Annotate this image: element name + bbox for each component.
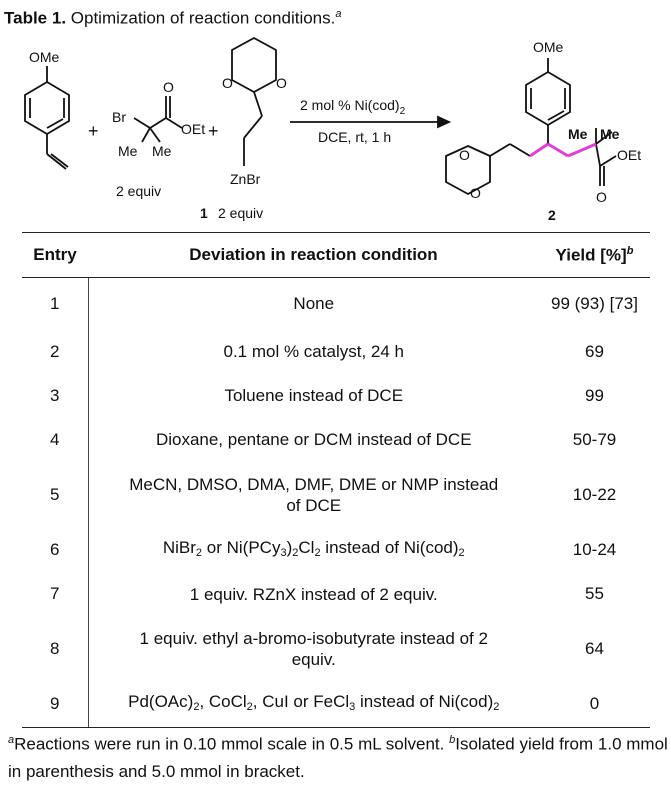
entry-cell: 9 [22,681,88,728]
optimization-table: Entry Deviation in reaction condition Yi… [22,232,650,728]
yield-cell: 0 [539,681,650,728]
me-right-2: Me [600,126,620,142]
yield-cell: 55 [585,584,604,603]
yield-cell: 10-24 [572,540,617,559]
condition-solvent: DCE, rt, 1 h [318,129,391,145]
oet-right-label: OEt [617,147,641,163]
plus-sign-2: + [208,121,219,141]
entry-cell: 2 [50,341,60,361]
plus-sign-1: + [88,121,99,141]
znbr-label: ZnBr [230,171,261,187]
me-left-2: Me [152,143,172,159]
yield-cell: 99 [585,385,604,405]
product-dioxane-o-1: O [459,147,470,163]
yield-cell: 99 (93) [73] [551,293,638,313]
table-row: 3 Toluene instead of DCE 99 [22,373,650,418]
deviation-cell: None [87,277,539,330]
entry-cell: 5 [50,484,60,504]
me-left-1: Me [118,143,138,159]
table-row: 4 Dioxane, pentane or DCM instead of DCE… [22,417,650,462]
table-header-row: Entry Deviation in reaction condition Yi… [22,232,650,278]
carbonyl-o-left: O [163,79,174,95]
oet-left-label: OEt [181,121,205,137]
ome-left-label: OMe [29,49,60,65]
table-caption: Table 1. Optimization of reaction condit… [4,8,341,29]
product-number: 2 [548,207,556,223]
table-row: 2 0.1 mol % catalyst, 24 h 69 [22,329,650,374]
deviation-cell: Toluene instead of DCE [87,373,539,418]
product-aryl-ring [525,70,571,127]
reagent-number: 1 [200,205,208,221]
yield-cell: 69 [585,341,604,361]
caption-text: Optimization of reaction conditions. [66,8,336,28]
styrene-ring [24,80,70,136]
reagent-equiv: 2 equiv [218,205,263,221]
table-label: Table 1. [4,8,67,28]
entry-cell: 8 [50,638,60,658]
table-row: 9 Pd(OAc)2, CoCl2, CuI or FeCl3 instead … [22,681,650,728]
yield-cell: 64 [585,638,604,658]
deviation-cell: 0.1 mol % catalyst, 24 h [87,329,539,374]
table-row: 8 1 equiv. ethyl a-bromo-isobutyrate ins… [22,615,650,682]
header-yield: Yield [%]b [539,232,650,278]
dioxane-o-2: O [276,75,287,91]
yield-cell: 50-79 [572,429,617,449]
dioxane-ring-reagent [231,36,277,94]
header-entry: Entry [22,232,88,278]
reaction-scheme: OMe + Br O OEt Me Me 2 equiv + O O ZnBr … [24,36,641,223]
deviation-cell: 1 equiv. ethyl a-bromo-isobutyrate inste… [87,615,539,682]
caption-footnote-marker: a [335,8,342,20]
table-row: 5 MeCN, DMSO, DMA, DMF, DME or NMP inste… [22,461,650,528]
me-right-1: Me [568,126,588,142]
table-row: 6 NiBr2 or Ni(PCy3)2Cl2 instead of Ni(co… [22,527,650,573]
deviation-cell: NiBr2 or Ni(PCy3)2Cl2 instead of Ni(cod)… [87,527,539,573]
product-dioxane-o-2: O [470,185,481,201]
deviation-cell: MeCN, DMSO, DMA, DMF, DME or NMP instead… [87,461,539,528]
carbonyl-o-right: O [596,189,607,205]
deviation-cell: 1 equiv. RZnX instead of 2 equiv. [87,572,539,616]
dioxane-o-1: O [222,75,233,91]
header-deviation: Deviation in reaction condition [88,232,539,278]
table-row: 1 None 99 (93) [73] [22,277,650,330]
bromide-equiv: 2 equiv [116,183,161,199]
entry-cell: 6 [50,540,60,559]
dioxane-ring-product [445,145,491,196]
table-footnote: aReactions were run in 0.10 mmol scale i… [8,734,668,781]
entry-cell: 4 [50,429,60,449]
entry-cell: 3 [50,385,60,405]
deviation-cell: Pd(OAc)2, CoCl2, CuI or FeCl3 instead of… [87,681,539,728]
ome-right-label: OMe [533,39,564,55]
table-row: 7 1 equiv. RZnX instead of 2 equiv. 55 [22,572,650,616]
entry-cell: 7 [50,584,60,603]
new-bonds [529,142,597,158]
yield-cell: 10-22 [572,484,617,504]
deviation-cell: Dioxane, pentane or DCM instead of DCE [87,417,539,462]
condition-catalyst: 2 mol % Ni(cod)2 [300,97,406,117]
entry-cell: 1 [50,293,60,313]
bromide-label: Br [112,109,126,125]
